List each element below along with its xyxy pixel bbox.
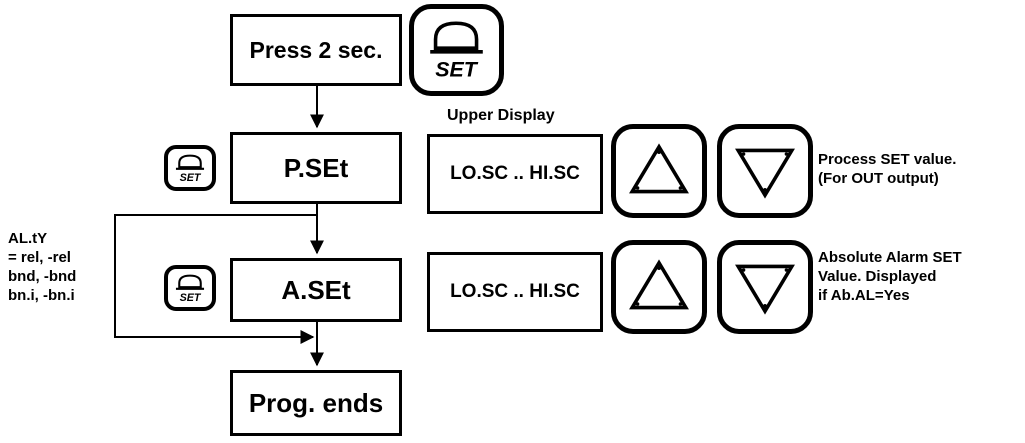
up-key-pset[interactable] (611, 124, 707, 218)
aset-note-line2: Value. Displayed (818, 268, 937, 285)
condition-line1: AL.tY (8, 230, 48, 247)
aset-note-line3: if Ab.AL=Yes (818, 287, 910, 304)
up-key-aset[interactable] (611, 240, 707, 334)
down-key-pset[interactable] (717, 124, 813, 218)
set-key-icon: SET (430, 21, 483, 82)
set-key[interactable]: SET (409, 4, 504, 96)
press-2-sec-box: Press 2 sec. (230, 14, 402, 86)
press-2-sec-label: Press 2 sec. (249, 36, 383, 63)
set-key-pset-icon: SET (175, 154, 205, 184)
condition-line4: bn.i, -bn.i (8, 287, 75, 304)
pset-display-box: LO.SC .. HI.SC (427, 134, 603, 214)
aset-display-box: LO.SC .. HI.SC (427, 252, 603, 332)
set-key-aset-icon: SET (175, 274, 205, 304)
triangle-up-icon (629, 143, 689, 194)
condition-line3: bnd, -bnd (8, 268, 77, 285)
arrow-bypass-branch (114, 214, 317, 344)
pset-note: Process SET value. (For OUT output) (818, 150, 956, 188)
prog-ends-label: Prog. ends (248, 387, 384, 418)
alarm-type-condition: AL.tY = rel, -rel bnd, -bnd bn.i, -bn.i (8, 229, 76, 305)
down-key-aset[interactable] (717, 240, 813, 334)
aset-note-line1: Absolute Alarm SET (818, 249, 962, 266)
upper-display-header: Upper Display (447, 107, 555, 124)
aset-note: Absolute Alarm SET Value. Displayed if A… (818, 248, 962, 305)
set-key-aset[interactable]: SET (164, 265, 216, 311)
triangle-down-icon (735, 264, 795, 315)
set-key-label: SET (435, 58, 479, 82)
condition-line2: = rel, -rel (8, 249, 71, 266)
set-key-pset[interactable]: SET (164, 145, 216, 191)
prog-ends-box: Prog. ends (230, 370, 402, 436)
set-key-aset-label: SET (180, 292, 202, 304)
pset-box: P.SEt (230, 132, 402, 204)
triangle-down-icon (735, 148, 795, 199)
pset-display-range: LO.SC .. HI.SC (450, 163, 580, 184)
pset-note-line2: (For OUT output) (818, 170, 939, 187)
aset-label: A.SEt (281, 274, 351, 305)
pset-label: P.SEt (283, 152, 349, 183)
triangle-up-icon (629, 259, 689, 310)
aset-display-range: LO.SC .. HI.SC (450, 281, 580, 302)
pset-note-line1: Process SET value. (818, 151, 957, 168)
aset-box: A.SEt (230, 258, 402, 322)
set-key-pset-label: SET (180, 172, 202, 184)
